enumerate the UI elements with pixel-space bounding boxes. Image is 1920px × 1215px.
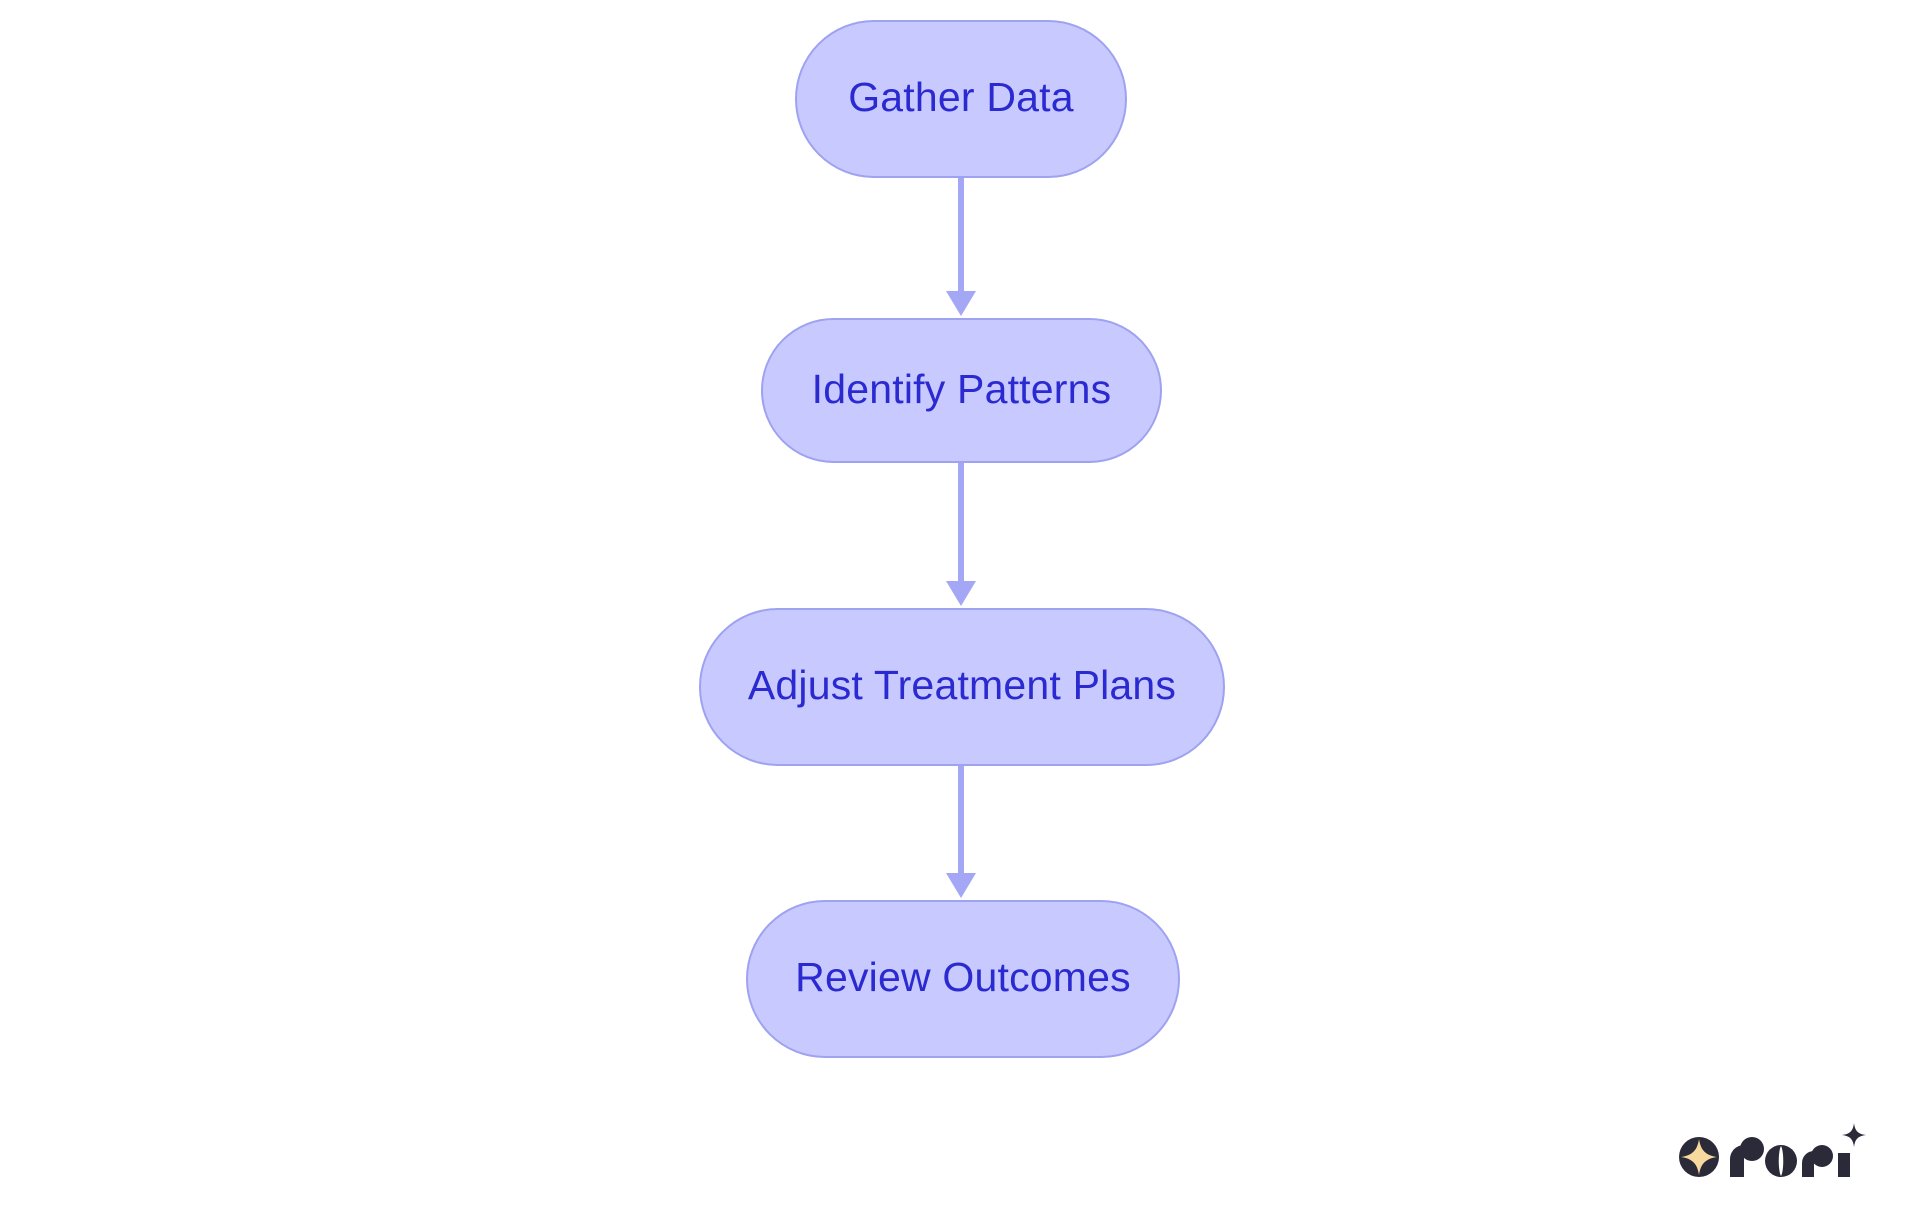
flowchart-node-adjust-treatment-plans[interactable]: Adjust Treatment Plans <box>699 608 1225 766</box>
flowchart-node-review-outcomes[interactable]: Review Outcomes <box>746 900 1180 1058</box>
edge-identify-patterns-to-adjust-treatment-plans <box>946 463 976 606</box>
logo-letter-i <box>1838 1123 1866 1177</box>
flowchart-node-gather-data[interactable]: Gather Data <box>795 20 1127 178</box>
node-label: Gather Data <box>848 74 1074 120</box>
logo-letter-r-2 <box>1802 1145 1833 1177</box>
flowchart-node-identify-patterns[interactable]: Identify Patterns <box>761 318 1162 463</box>
logo-letter-o <box>1765 1145 1797 1177</box>
node-label: Review Outcomes <box>795 954 1131 1000</box>
edge-adjust-treatment-plans-to-review-outcomes <box>946 766 976 898</box>
edge-gather-data-to-identify-patterns <box>946 178 976 316</box>
rori-logo <box>1679 1123 1866 1177</box>
node-label: Adjust Treatment Plans <box>747 662 1177 708</box>
node-label: Identify Patterns <box>811 365 1112 412</box>
star-badge-icon <box>1679 1137 1719 1177</box>
logo-letter-r-1 <box>1730 1137 1764 1177</box>
